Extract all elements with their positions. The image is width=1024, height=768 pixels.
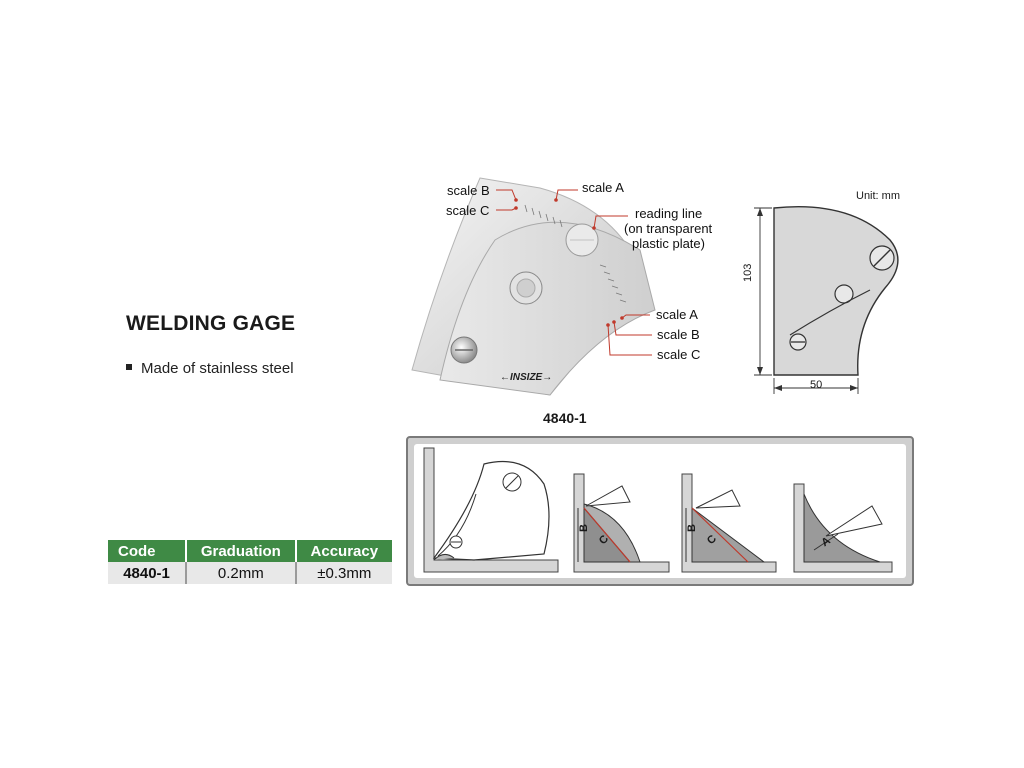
feature-text: Made of stainless steel: [141, 360, 294, 377]
header-accuracy: Accuracy: [295, 540, 392, 562]
unit-label: Unit: mm: [856, 190, 900, 202]
callout-scale-b-right: scale B: [657, 327, 700, 342]
dimension-drawing: [754, 205, 899, 394]
figure-3-label-b: B: [685, 524, 698, 532]
callout-scale-c-left: scale C: [446, 203, 490, 218]
height-dimension: 103: [742, 263, 754, 282]
brand-logo: ←INSIZE→: [500, 372, 552, 383]
table-row: 4840-1 0.2mm ±0.3mm: [108, 562, 392, 584]
callout-reading-line-1: reading line: [635, 206, 703, 221]
spec-table: Code Graduation Accuracy 4840-1 0.2mm ±0…: [108, 540, 392, 584]
usage-panel: B C B C A: [406, 436, 914, 586]
figure-2-label-b: B: [577, 524, 590, 532]
callout-scale-c-right: scale C: [657, 347, 701, 362]
product-title: WELDING GAGE: [126, 312, 296, 335]
cell-code: 4840-1: [108, 562, 188, 584]
feature-item: Made of stainless steel: [126, 360, 294, 377]
callout-scale-b-left: scale B: [447, 183, 490, 198]
callout-scale-a-right: scale A: [656, 307, 698, 322]
header-graduation: Graduation: [186, 540, 297, 562]
bullet-icon: [126, 364, 132, 371]
width-dimension: 50: [810, 379, 823, 391]
usage-figure-4: [793, 483, 893, 573]
usage-figure-2: [573, 473, 670, 573]
callout-scale-a-top: scale A: [582, 180, 624, 195]
usage-figure-1: [423, 447, 559, 573]
header-code: Code: [108, 540, 188, 562]
spec-table-header-row: Code Graduation Accuracy: [108, 540, 392, 562]
callout-reading-line-2: (on transparent: [624, 221, 713, 236]
usage-panel-inner: B C B C A: [414, 444, 906, 578]
callout-reading-line-3: plastic plate): [632, 236, 705, 251]
usage-illustrations: [423, 447, 893, 573]
product-photo: ←INSIZE→: [411, 177, 656, 396]
usage-figure-3: [681, 473, 777, 573]
cell-accuracy: ±0.3mm: [295, 562, 392, 584]
cell-graduation: 0.2mm: [186, 562, 297, 584]
model-caption: 4840-1: [543, 410, 587, 426]
